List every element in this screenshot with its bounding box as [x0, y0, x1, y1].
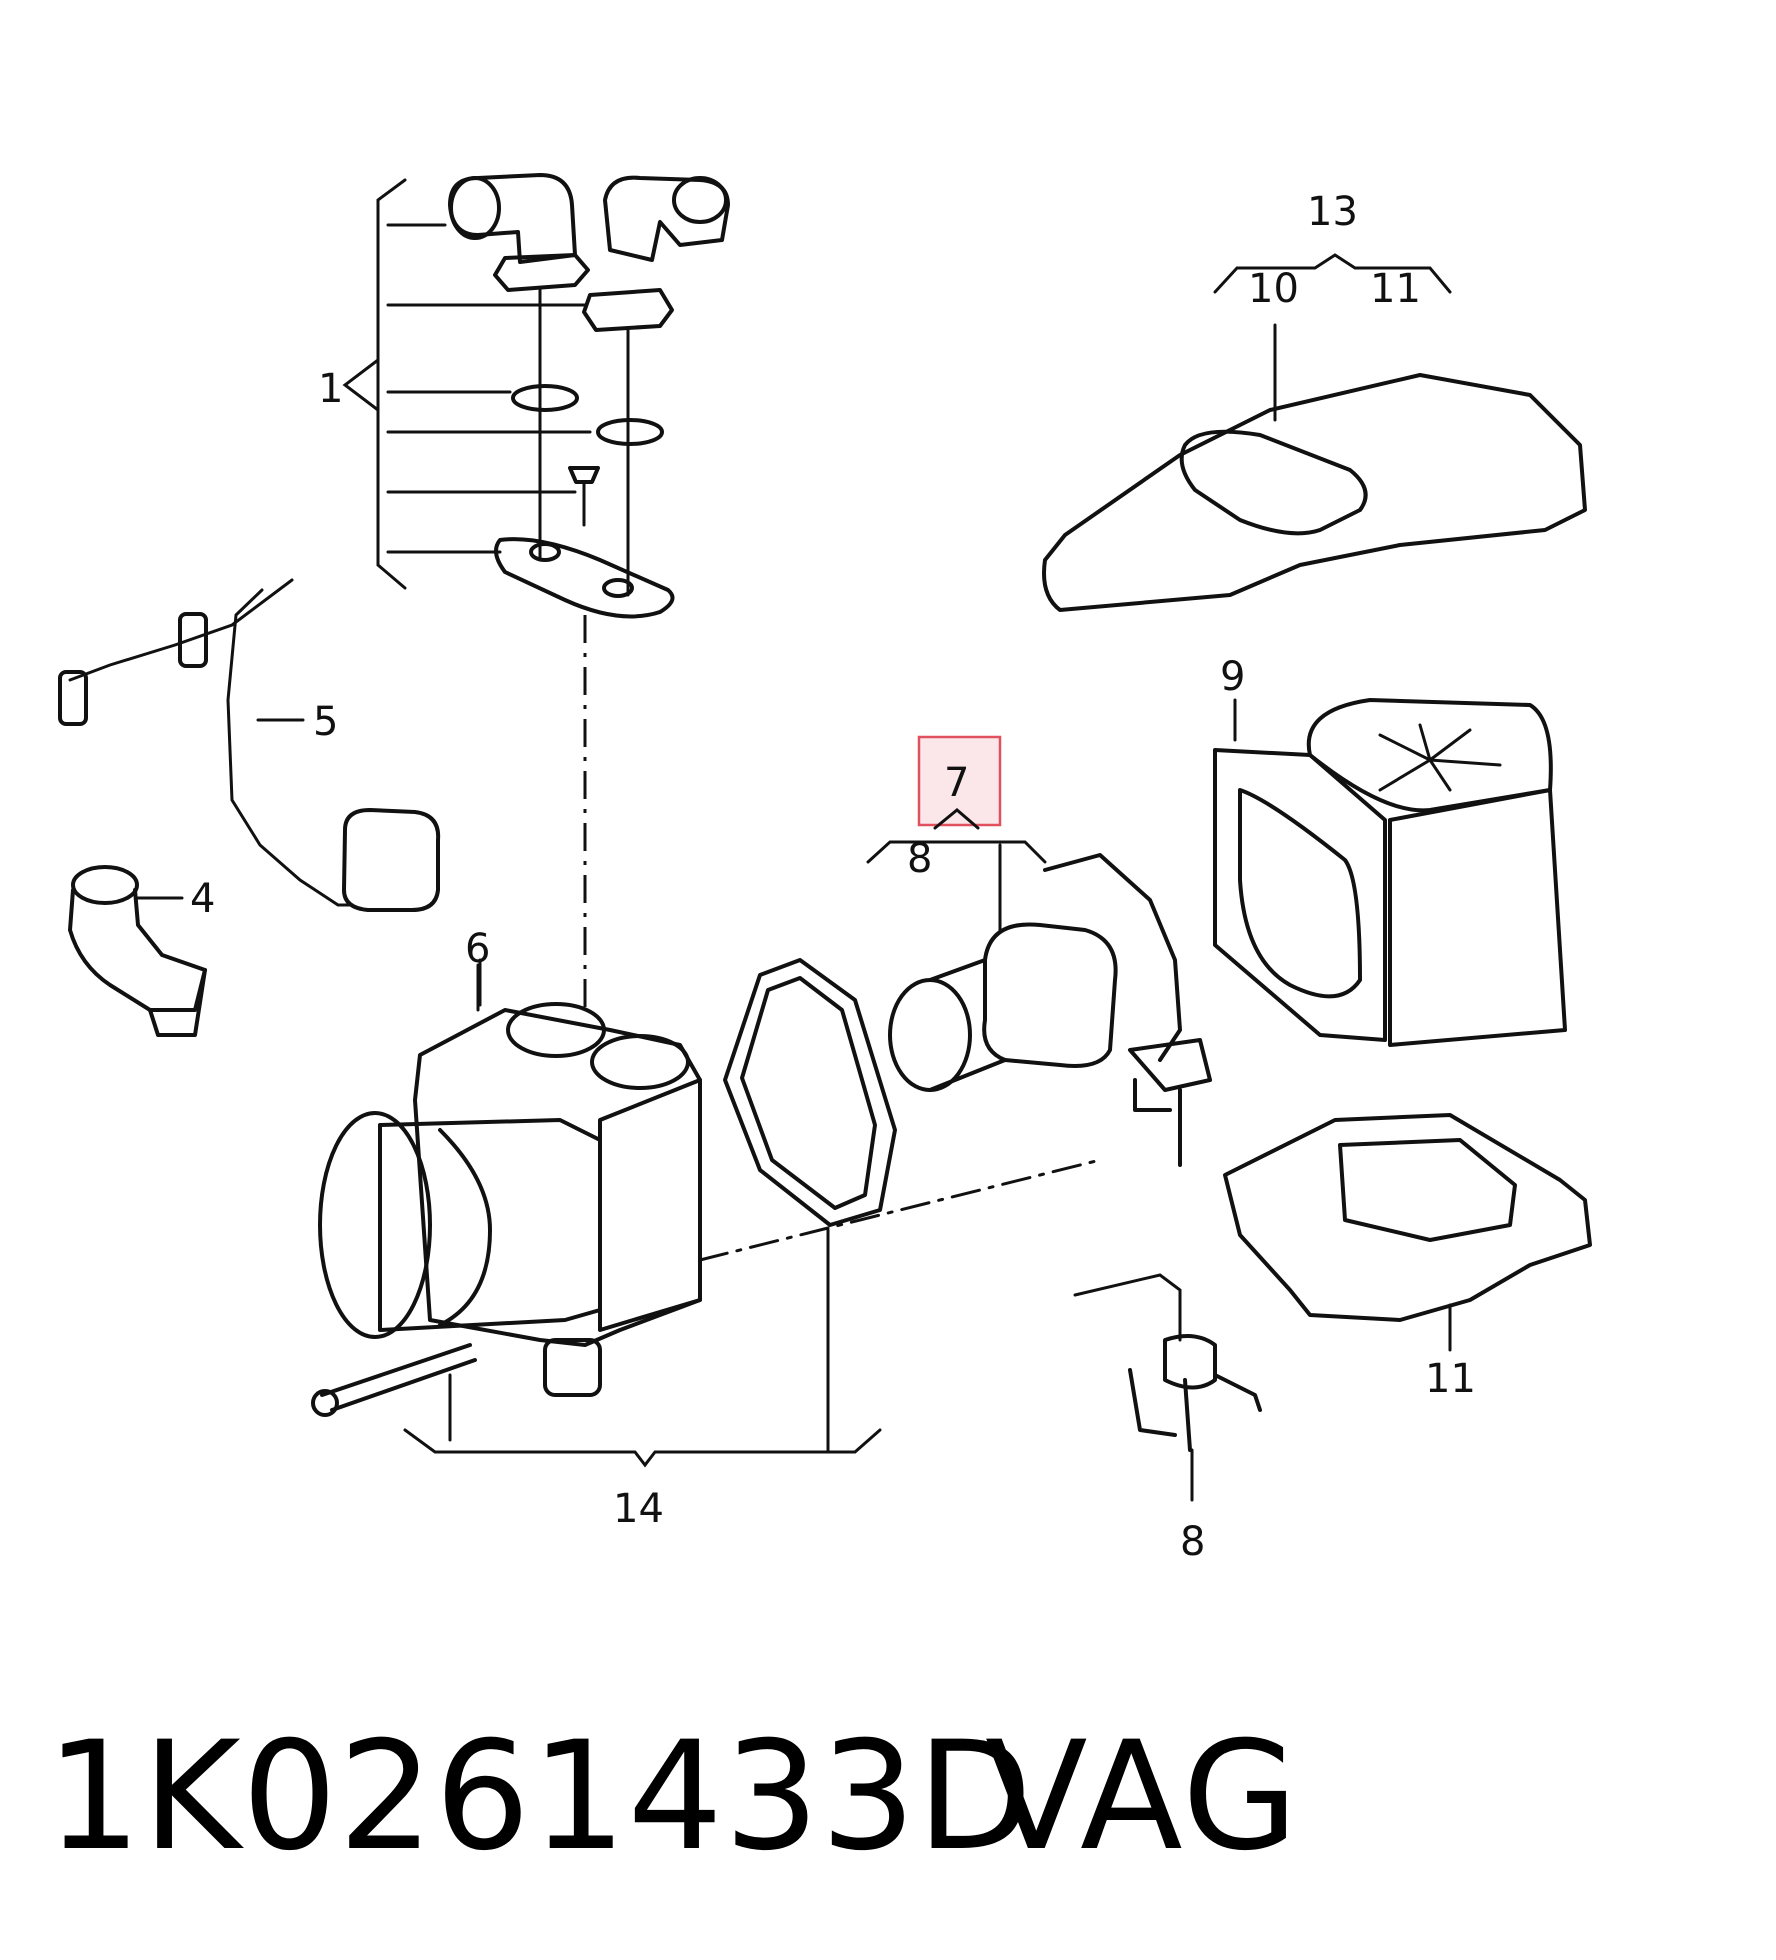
- part-8-sensor: [1073, 1273, 1262, 1502]
- part-number-caption: 1K0261433D: [46, 1710, 1034, 1884]
- callout-11-top: 11: [1370, 266, 1421, 312]
- part-6-heater-body: [311, 958, 1102, 1468]
- bracket-13: [1213, 253, 1452, 294]
- part-11-bottom-tray: [1223, 1113, 1592, 1352]
- callout-9: 9: [1220, 654, 1245, 700]
- callout-4: 4: [190, 876, 215, 922]
- brand-caption: VAG: [985, 1710, 1301, 1884]
- callout-8-bottom: 8: [1180, 1519, 1205, 1565]
- part-9-fan-housing: [1213, 698, 1567, 1047]
- bracket-7-8: [866, 840, 1047, 864]
- callout-7-tick: [933, 808, 980, 830]
- part-gasket: [723, 958, 897, 1227]
- part-5-wiring-harness: [58, 578, 441, 912]
- callout-5: 5: [313, 699, 338, 745]
- callout-1: 1: [318, 366, 343, 412]
- part-4-elbow-fitting: [68, 865, 207, 1037]
- callout-6: 6: [465, 926, 490, 972]
- part-7-combustion-chamber: [888, 843, 1212, 1167]
- callout-10: 10: [1248, 266, 1299, 312]
- callout-11-bottom: 11: [1425, 1356, 1476, 1402]
- callout-13: 13: [1307, 189, 1358, 235]
- callout-8-top: 8: [907, 836, 932, 882]
- part-group-1-coolant-connectors: [342, 173, 730, 1010]
- part-10-top-cover: [1042, 323, 1587, 612]
- callout-14: 14: [613, 1486, 664, 1532]
- callout-7: 7: [944, 760, 969, 806]
